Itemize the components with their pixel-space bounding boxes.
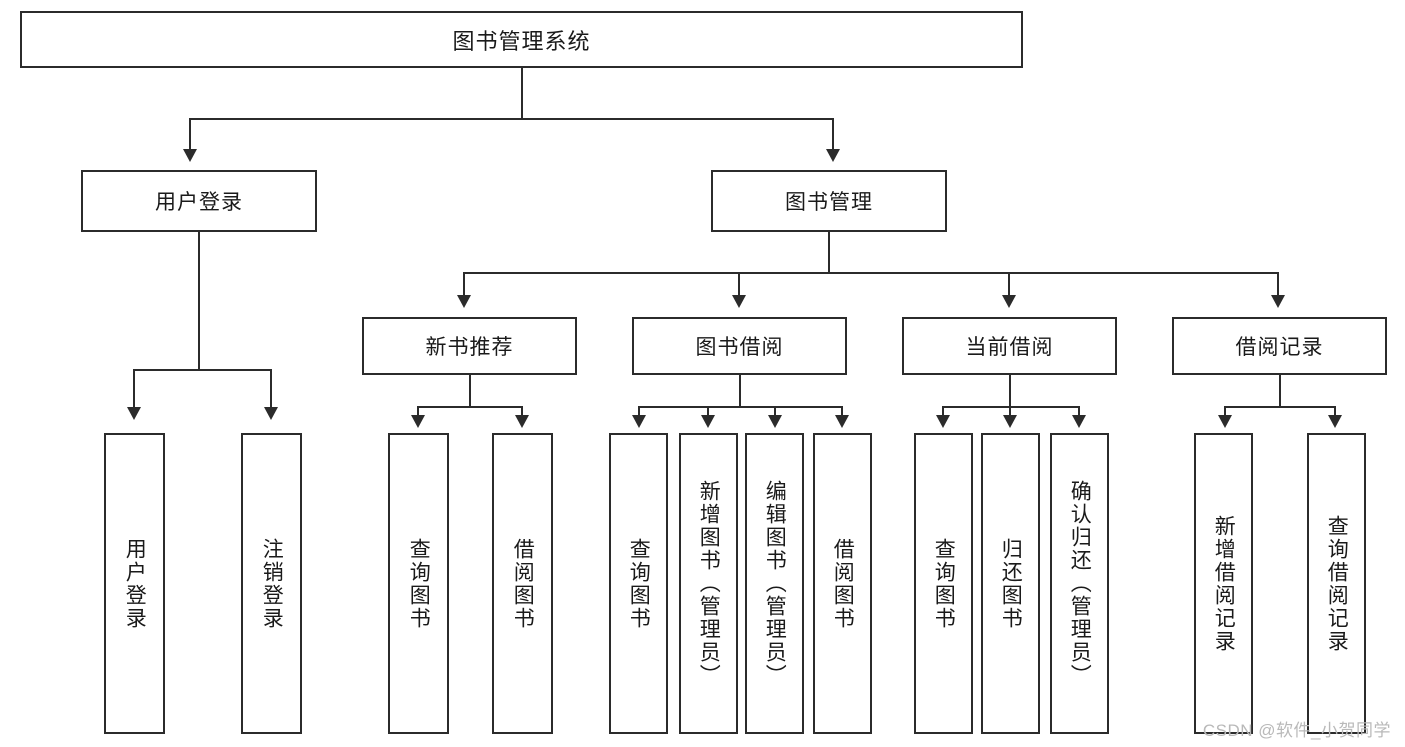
arrowhead-leaf-book-borrow-2	[701, 415, 715, 428]
node-label: 注销登录	[260, 537, 284, 630]
arrowhead-leaf-book-borrow-3	[768, 415, 782, 428]
connector-current-borrow-bus	[942, 406, 1080, 408]
leaf-query-borrow-record[interactable]: 查询借阅记录	[1307, 433, 1366, 734]
connector-book-borrow-bus	[638, 406, 843, 408]
connector-book-borrow-drop-3	[774, 406, 776, 418]
leaf-confirm-return-admin[interactable]: 确认归还（管理员）	[1050, 433, 1109, 734]
node-label: 查询图书	[932, 537, 956, 630]
arrowhead-level3-2	[732, 295, 746, 308]
node-label: 图书管理	[785, 191, 873, 214]
connector-book-mgmt-stem	[828, 232, 830, 273]
connector-book-borrow-drop-1	[638, 406, 640, 418]
arrowhead-level3-4	[1271, 295, 1285, 308]
node-label: 用户登录	[123, 537, 147, 630]
csdn-watermark: CSDN @软件_小贺同学	[1202, 721, 1391, 740]
node-label: 查询图书	[627, 537, 651, 630]
connector-current-borrow-stem	[1009, 375, 1011, 408]
arrowhead-level3-1	[457, 295, 471, 308]
connector-book-borrow-stem	[739, 375, 741, 408]
node-label: 借阅图书	[511, 537, 535, 630]
connector-book-mgmt-drop-4	[1277, 272, 1279, 297]
connector-book-borrow-drop-2	[707, 406, 709, 418]
arrowhead-book-mgmt	[826, 149, 840, 162]
arrowhead-leaf-current-borrow-2	[1003, 415, 1017, 428]
leaf-borrow-book[interactable]: 借阅图书	[813, 433, 872, 734]
node-label: 编辑图书（管理员）	[763, 480, 787, 687]
arrowhead-leaf-current-borrow-1	[936, 415, 950, 428]
arrowhead-leaf-borrow-record-2	[1328, 415, 1342, 428]
connector-borrow-record-drop-2	[1334, 406, 1336, 418]
node-label: 查询图书	[407, 537, 431, 630]
connector-root-to-book-mgmt	[832, 118, 834, 151]
connector-root-to-user-login	[189, 118, 191, 151]
leaf-return-book[interactable]: 归还图书	[981, 433, 1040, 734]
node-label: 新书推荐	[425, 336, 514, 359]
arrowhead-leaf-user-login-2	[264, 407, 278, 420]
leaf-query-book-current[interactable]: 查询图书	[914, 433, 973, 734]
connector-root-bus	[189, 118, 834, 120]
connector-user-login-drop-2	[270, 369, 272, 409]
connector-root-stem	[521, 68, 523, 119]
leaf-query-book-borrow[interactable]: 查询图书	[609, 433, 668, 734]
connector-new-book-bus	[417, 406, 523, 408]
connector-book-borrow-drop-4	[841, 406, 843, 418]
leaf-query-book-recommend[interactable]: 查询图书	[388, 433, 449, 734]
connector-book-mgmt-drop-1	[463, 272, 465, 297]
node-current-borrow[interactable]: 当前借阅	[902, 317, 1117, 375]
connector-book-mgmt-drop-3	[1008, 272, 1010, 297]
leaf-add-borrow-record[interactable]: 新增借阅记录	[1194, 433, 1253, 734]
connector-user-login-stem	[198, 232, 200, 370]
arrowhead-leaf-new-book-1	[411, 415, 425, 428]
arrowhead-leaf-book-borrow-4	[835, 415, 849, 428]
leaf-edit-book-admin[interactable]: 编辑图书（管理员）	[745, 433, 804, 734]
node-label: 归还图书	[999, 537, 1023, 630]
connector-book-mgmt-drop-2	[738, 272, 740, 297]
arrowhead-user-login	[183, 149, 197, 162]
connector-current-borrow-drop-3	[1078, 406, 1080, 418]
leaf-logout-login[interactable]: 注销登录	[241, 433, 302, 734]
node-book-borrow[interactable]: 图书借阅	[632, 317, 847, 375]
arrowhead-leaf-user-login-1	[127, 407, 141, 420]
connector-borrow-record-bus	[1224, 406, 1336, 408]
node-label: 用户登录	[155, 191, 243, 214]
node-new-book-recommend[interactable]: 新书推荐	[362, 317, 577, 375]
leaf-add-book-admin[interactable]: 新增图书（管理员）	[679, 433, 738, 734]
arrowhead-leaf-borrow-record-1	[1218, 415, 1232, 428]
node-label: 查询借阅记录	[1325, 514, 1349, 653]
node-label: 图书借阅	[695, 336, 784, 359]
node-label: 新增图书（管理员）	[697, 480, 721, 687]
arrowhead-leaf-book-borrow-1	[632, 415, 646, 428]
node-root-system[interactable]: 图书管理系统	[20, 11, 1023, 68]
node-label: 图书管理系统	[452, 28, 591, 54]
connector-user-login-bus	[133, 369, 270, 371]
node-user-login[interactable]: 用户登录	[81, 170, 317, 232]
connector-new-book-stem	[469, 375, 471, 408]
arrowhead-level3-3	[1002, 295, 1016, 308]
connector-new-book-drop-1	[417, 406, 419, 418]
node-book-management[interactable]: 图书管理	[711, 170, 947, 232]
node-label: 借阅记录	[1235, 336, 1324, 359]
connector-current-borrow-drop-1	[942, 406, 944, 418]
connector-new-book-drop-2	[521, 406, 523, 418]
connector-book-mgmt-bus	[463, 272, 1277, 274]
connector-current-borrow-drop-2	[1009, 406, 1011, 418]
arrowhead-leaf-new-book-2	[515, 415, 529, 428]
connector-user-login-drop-1	[133, 369, 135, 409]
leaf-borrow-book-recommend[interactable]: 借阅图书	[492, 433, 553, 734]
node-label: 新增借阅记录	[1212, 514, 1236, 653]
node-label: 当前借阅	[965, 336, 1054, 359]
arrowhead-leaf-current-borrow-3	[1072, 415, 1086, 428]
connector-borrow-record-drop-1	[1224, 406, 1226, 418]
leaf-user-login[interactable]: 用户登录	[104, 433, 165, 734]
node-label: 借阅图书	[831, 537, 855, 630]
connector-borrow-record-stem	[1279, 375, 1281, 408]
node-label: 确认归还（管理员）	[1068, 480, 1092, 687]
node-borrow-record[interactable]: 借阅记录	[1172, 317, 1387, 375]
